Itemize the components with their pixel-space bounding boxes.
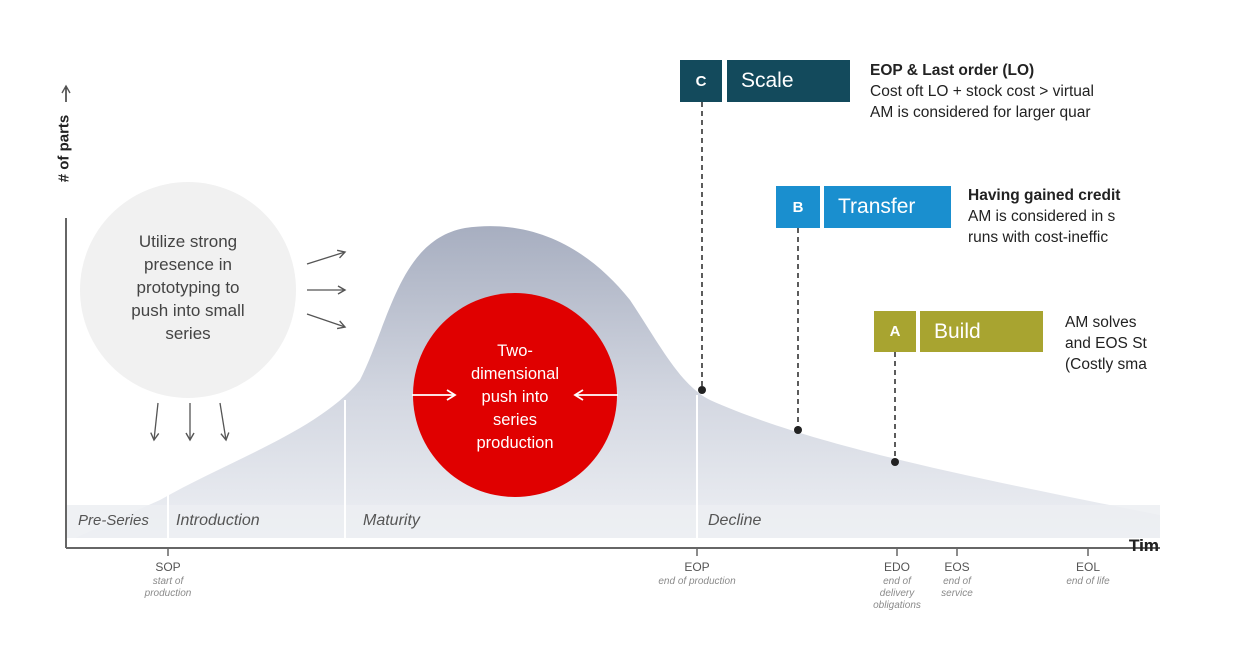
arrow-down-icon [219, 402, 230, 442]
milestone-sop-label: SOP [155, 560, 181, 574]
stage-b-label: Transfer [824, 186, 951, 228]
prototype-circle [80, 182, 296, 398]
stage-a-letter: A [874, 311, 916, 352]
milestone-eop-sub: end of production [658, 576, 736, 587]
stage-b-line: runs with cost-ineffic [968, 229, 1109, 246]
connector-dot-build [891, 458, 899, 466]
arrow-right-icon [306, 313, 347, 330]
stage-c-line: AM is considered for larger quar [870, 104, 1091, 121]
series-circle-text: Two-dimensional push into series product… [470, 342, 560, 452]
phase-introduction: Introduction [176, 512, 260, 529]
phase-decline: Decline [708, 512, 762, 529]
stage-a-line: (Costly sma [1065, 356, 1147, 373]
x-axis-label-visible: Tim [1129, 536, 1159, 555]
y-axis-label: # of parts [55, 114, 73, 183]
prototype-circle-text: Utilize strong presence in prototyping t… [131, 232, 245, 343]
stage-b-line: AM is considered in s [968, 208, 1116, 225]
connector-dot-scale [698, 386, 706, 394]
stage-a-line: and EOS St [1065, 335, 1147, 352]
milestone-eol-label: EOL [1075, 560, 1100, 574]
connector-dot-transfer [794, 426, 802, 434]
stage-a-label: Build [920, 311, 1043, 352]
milestone-eos-label: EOS [944, 560, 970, 574]
phase-pre-series: Pre-Series [78, 512, 149, 529]
milestone-eol-sub: end of life [1066, 576, 1110, 587]
milestone-sop-sub: start of production [144, 576, 192, 599]
arrow-down-icon [150, 402, 160, 442]
lifecycle-curve [75, 226, 1160, 538]
arrow-right-icon [306, 249, 347, 265]
stage-c-description: EOP & Last order (LO) Cost oft LO + stoc… [870, 60, 1094, 123]
milestone-eos-sub: end of service [941, 576, 973, 599]
stage-c-letter: C [680, 60, 722, 102]
phase-maturity: Maturity [363, 512, 420, 529]
milestone-edo-label: EDO [883, 560, 910, 574]
stage-b-heading: Having gained credit [968, 187, 1121, 204]
x-axis-label: Tim [1129, 536, 1159, 555]
stage-c-label: Scale [727, 60, 850, 102]
milestone-eop-label: EOP [684, 560, 710, 574]
milestone-edo-sub: end of delivery obligations [873, 576, 921, 611]
stage-b-letter: B [776, 186, 820, 228]
stage-c-line: Cost oft LO + stock cost > virtual [870, 83, 1094, 100]
right-edge-mask [1160, 0, 1257, 656]
stage-c-heading: EOP & Last order (LO) [870, 62, 1035, 79]
phase-band [66, 505, 1160, 538]
stage-b-description: Having gained credit AM is considered in… [968, 185, 1120, 248]
stage-a-description: AM solves and EOS St (Costly sma [1065, 312, 1147, 375]
series-circle [413, 293, 617, 497]
stage-a-line: AM solves [1065, 314, 1137, 331]
